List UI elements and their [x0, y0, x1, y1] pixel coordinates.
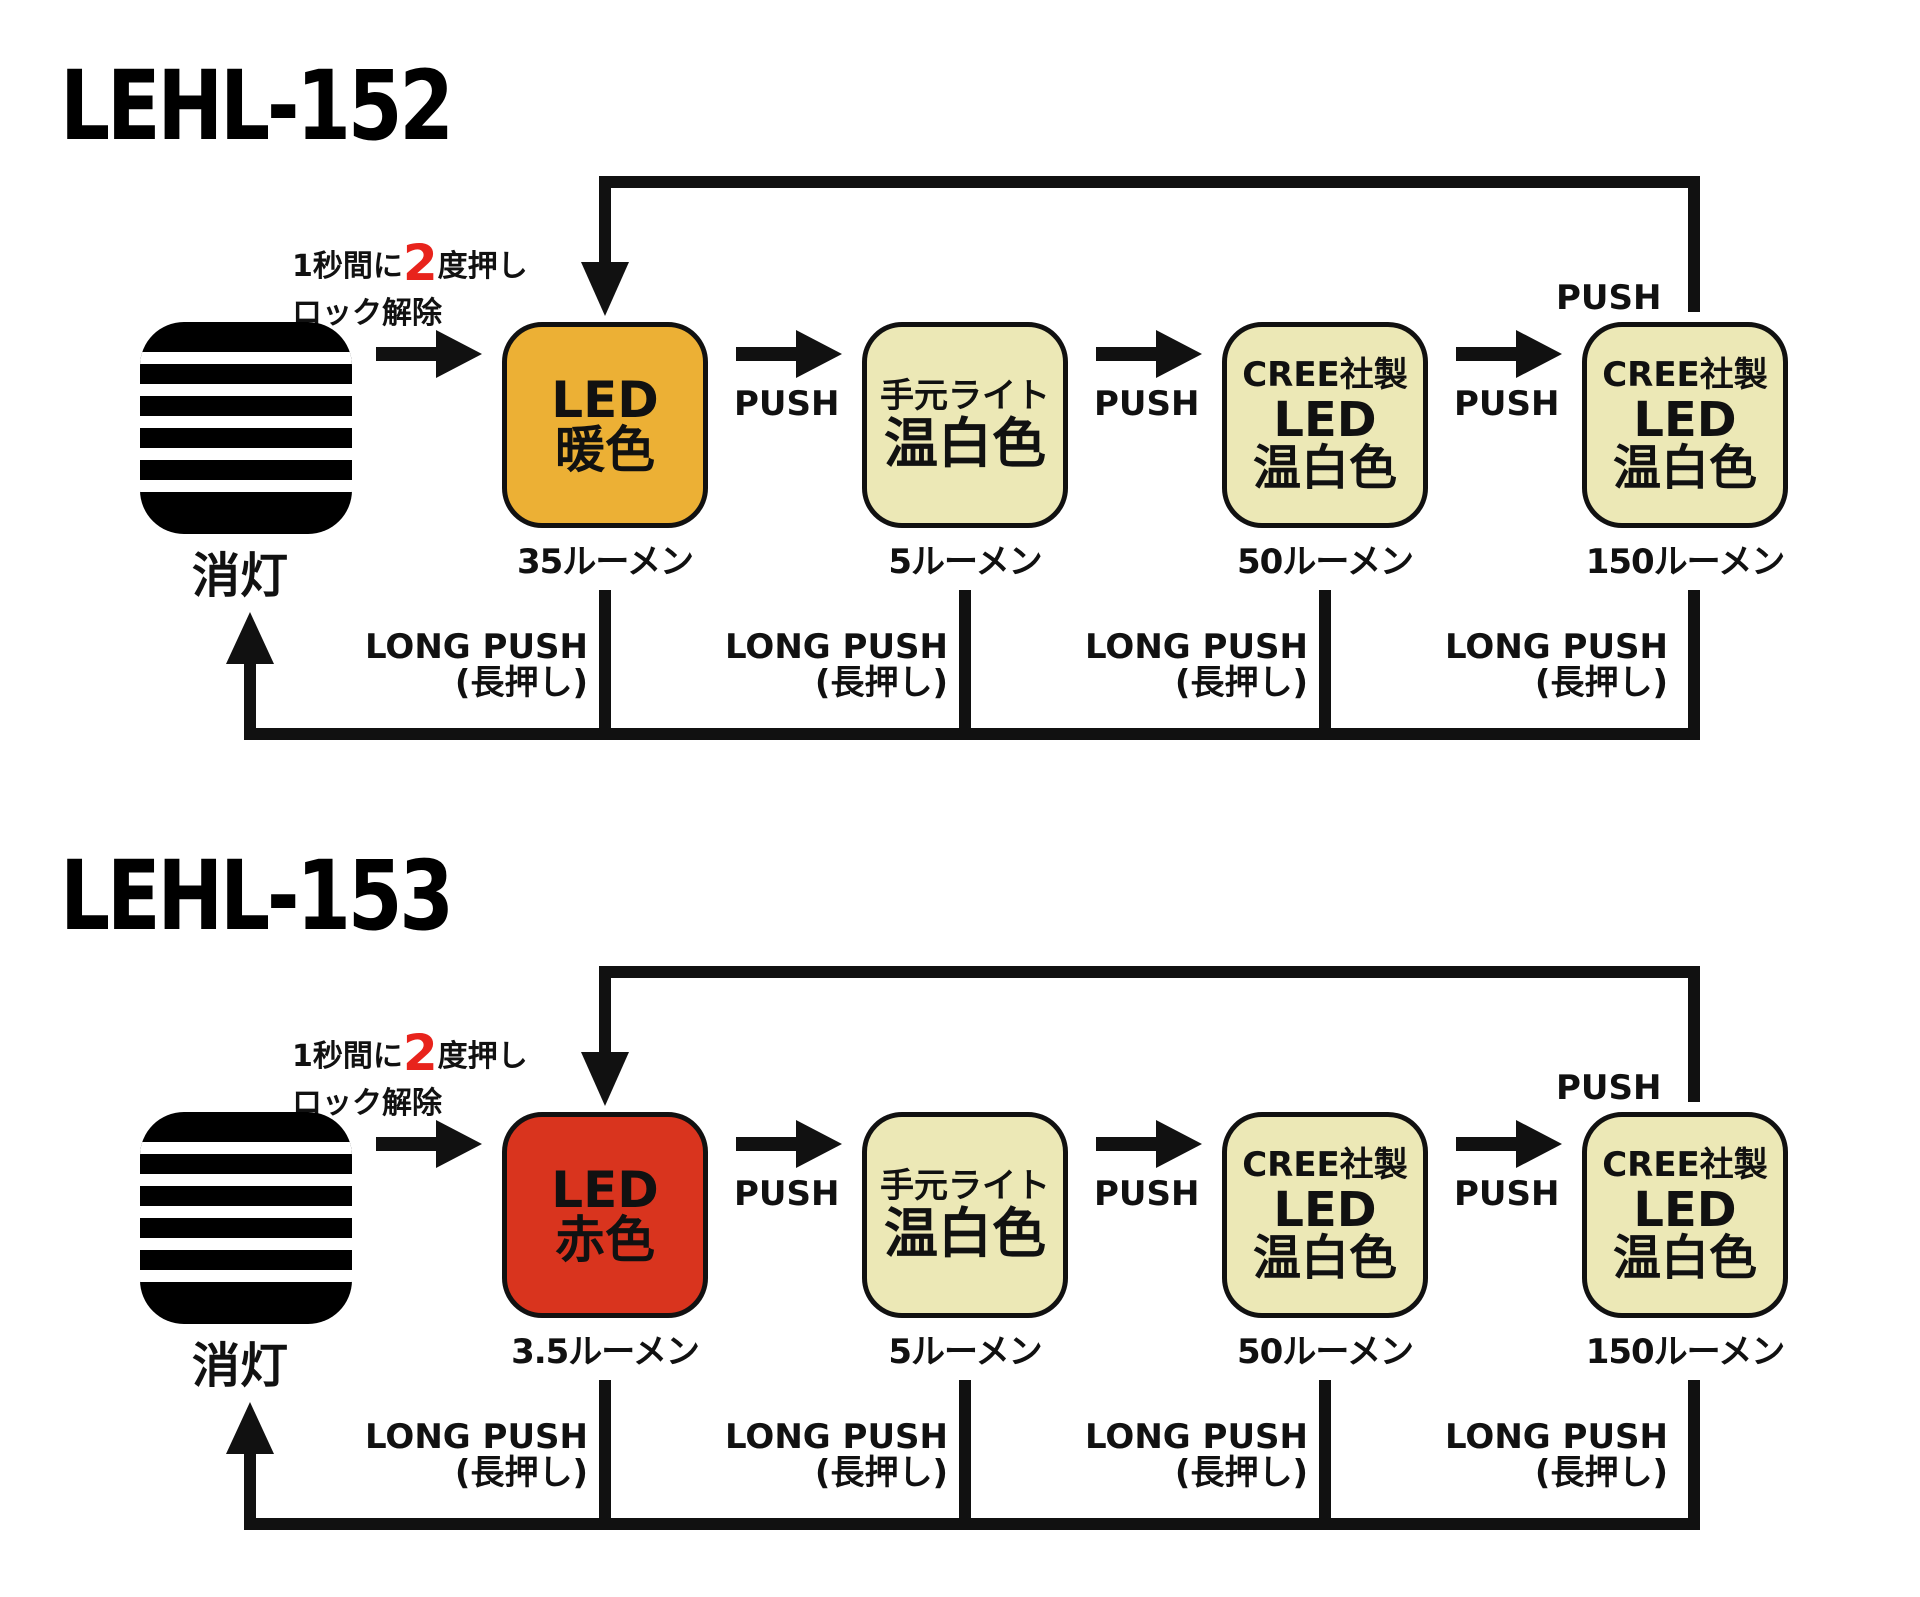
push-label-2: PUSH	[1094, 384, 1200, 424]
long-push-4-line2: (長押し)	[1534, 662, 1668, 703]
mode-3-line1: CREE社製	[1242, 1145, 1408, 1185]
unlock-text-pre: 1秒間に	[292, 249, 403, 284]
long-push-1-line2: (長押し)	[454, 1452, 588, 1493]
unlock-text-pre: 1秒間に	[292, 1039, 403, 1074]
drop-line-4	[605, 590, 1700, 740]
bottom-return-line	[244, 1380, 611, 1530]
mode-4-line3: 温白色	[1612, 440, 1757, 496]
top-loop-line	[599, 966, 1700, 1102]
long-push-2-line2: (長押し)	[814, 1452, 948, 1493]
flow-lines	[226, 176, 1700, 740]
mode-4-line2: LED	[1633, 392, 1737, 448]
bottom-return-line	[244, 590, 611, 740]
long-push-label-1: LONG PUSH(長押し)	[338, 627, 588, 703]
long-push-1-line2: (長押し)	[454, 662, 588, 703]
long-push-2-line1: LONG PUSH	[724, 1417, 948, 1457]
unlock-count: 2	[402, 234, 438, 292]
long-push-label-3: LONG PUSH(長押し)	[1058, 627, 1308, 703]
light-off-icon	[140, 1112, 352, 1324]
mode-box-4: CREE社製 LED 温白色	[1582, 322, 1788, 528]
mode-box-2: 手元ライト 温白色	[862, 1112, 1068, 1318]
push-label-2: PUSH	[1094, 1174, 1200, 1214]
top-loop-line	[599, 176, 1700, 312]
right-arrows	[376, 1120, 1562, 1168]
off-label: 消灯	[192, 548, 289, 604]
mode-3-line3: 温白色	[1252, 1230, 1397, 1286]
long-push-label-1: LONG PUSH(長押し)	[338, 1417, 588, 1493]
long-push-4-line1: LONG PUSH	[1444, 1417, 1668, 1457]
lumen-4: 150ルーメン	[1585, 542, 1786, 582]
mode-3-line2: LED	[1273, 392, 1377, 448]
unlock-text-post: 度押し	[437, 1039, 528, 1074]
mode-diagram-lehl-152: LEHL-152 1秒間に2度押し ロック解除 消灯 LED 暖色 手元ライト …	[0, 0, 1920, 790]
drop-line-4	[605, 1380, 1700, 1530]
long-push-3-line1: LONG PUSH	[1084, 1417, 1308, 1457]
model-title: LEHL-153	[60, 840, 454, 952]
mode-4-line2: LED	[1633, 1182, 1737, 1238]
top-push-label: PUSH	[1556, 1068, 1662, 1108]
mode-3-line1: CREE社製	[1242, 355, 1408, 395]
long-push-label-2: LONG PUSH(長押し)	[698, 1417, 948, 1493]
long-push-3-line2: (長押し)	[1174, 1452, 1308, 1493]
lumen-3: 50ルーメン	[1237, 542, 1414, 582]
long-push-2-line1: LONG PUSH	[724, 627, 948, 667]
mode-4-line3: 温白色	[1612, 1230, 1757, 1286]
top-loop-arrowhead	[581, 262, 629, 316]
mode-box-3: CREE社製 LED 温白色	[1222, 1112, 1428, 1318]
lumen-3: 50ルーメン	[1237, 1332, 1414, 1372]
long-push-2-line2: (長押し)	[814, 662, 948, 703]
push-label-1: PUSH	[734, 1174, 840, 1214]
model-title: LEHL-152	[60, 50, 454, 162]
lumen-2: 5ルーメン	[888, 542, 1042, 582]
push-label-3: PUSH	[1454, 384, 1560, 424]
lumen-1: 35ルーメン	[517, 542, 694, 582]
long-push-label-4: LONG PUSH(長押し)	[1418, 627, 1668, 703]
mode-3-line3: 温白色	[1252, 440, 1397, 496]
lumen-4: 150ルーメン	[1585, 1332, 1786, 1372]
bottom-return-arrowhead	[226, 1402, 274, 1454]
right-arrows	[376, 330, 1562, 378]
mode-1-line2: 赤色	[555, 1211, 655, 1269]
unlock-count: 2	[402, 1024, 438, 1082]
long-push-3-line2: (長押し)	[1174, 662, 1308, 703]
mode-1-line1: LED	[551, 1161, 659, 1219]
lumen-2: 5ルーメン	[888, 1332, 1042, 1372]
push-label-1: PUSH	[734, 384, 840, 424]
mode-4-line1: CREE社製	[1602, 355, 1768, 395]
lumen-1: 3.5ルーメン	[511, 1332, 700, 1372]
long-push-1-line1: LONG PUSH	[364, 1417, 588, 1457]
light-off-icon	[140, 322, 352, 534]
long-push-label-2: LONG PUSH(長押し)	[698, 627, 948, 703]
top-loop-arrowhead	[581, 1052, 629, 1106]
unlock-instruction: 1秒間に2度押し ロック解除	[292, 232, 528, 332]
off-label: 消灯	[192, 1338, 289, 1394]
long-push-4-line2: (長押し)	[1534, 1452, 1668, 1493]
mode-2-line1: 手元ライト	[880, 1166, 1050, 1206]
mode-1-line1: LED	[551, 371, 659, 429]
mode-box-1: LED 暖色	[502, 322, 708, 528]
long-push-3-line1: LONG PUSH	[1084, 627, 1308, 667]
mode-4-line1: CREE社製	[1602, 1145, 1768, 1185]
top-push-label: PUSH	[1556, 278, 1662, 318]
long-push-label-4: LONG PUSH(長押し)	[1418, 1417, 1668, 1493]
mode-diagram-lehl-153: LEHL-153 1秒間に2度押し ロック解除 消灯 LED 赤色 手元ライト …	[0, 790, 1920, 1580]
bottom-return-arrowhead	[226, 612, 274, 664]
unlock-instruction: 1秒間に2度押し ロック解除	[292, 1022, 528, 1122]
mode-2-line1: 手元ライト	[880, 376, 1050, 416]
mode-box-1: LED 赤色	[502, 1112, 708, 1318]
mode-box-2: 手元ライト 温白色	[862, 322, 1068, 528]
mode-1-line2: 暖色	[555, 421, 655, 479]
flow-lines	[226, 966, 1700, 1530]
unlock-text-post: 度押し	[437, 249, 528, 284]
push-label-3: PUSH	[1454, 1174, 1560, 1214]
long-push-label-3: LONG PUSH(長押し)	[1058, 1417, 1308, 1493]
mode-2-line2: 温白色	[884, 412, 1046, 475]
long-push-4-line1: LONG PUSH	[1444, 627, 1668, 667]
mode-3-line2: LED	[1273, 1182, 1377, 1238]
mode-box-4: CREE社製 LED 温白色	[1582, 1112, 1788, 1318]
mode-2-line2: 温白色	[884, 1202, 1046, 1265]
mode-box-3: CREE社製 LED 温白色	[1222, 322, 1428, 528]
long-push-1-line1: LONG PUSH	[364, 627, 588, 667]
